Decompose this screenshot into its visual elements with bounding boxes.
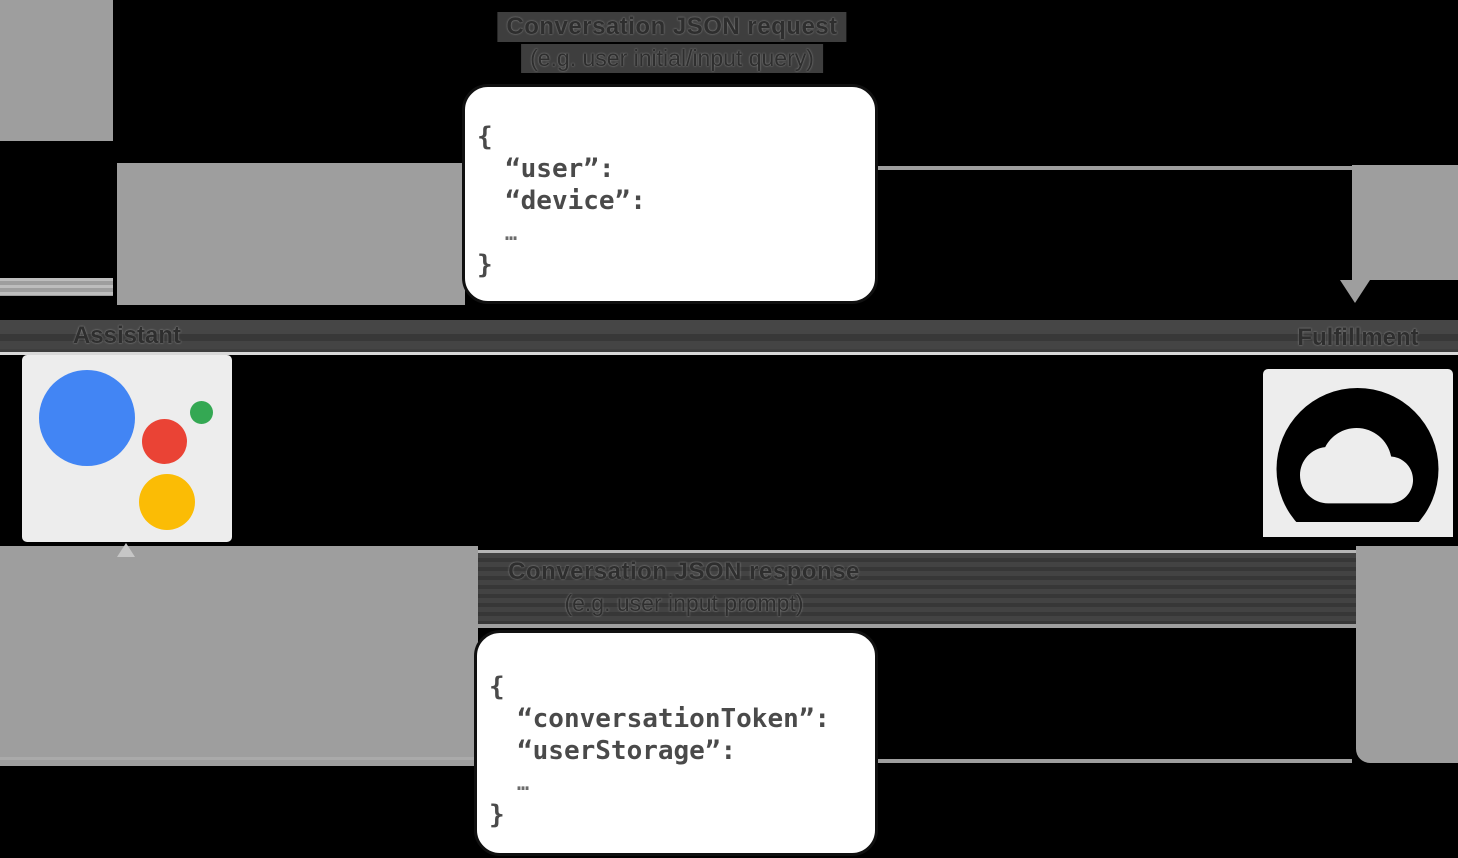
cloud-icon: [1263, 388, 1453, 550]
response-label-line2: (e.g. user input prompt): [564, 590, 804, 616]
code-line: }: [477, 250, 493, 280]
background-patch-top-right: [1352, 165, 1458, 280]
code-line-user: “user”:: [505, 154, 615, 184]
code-line: {: [477, 122, 493, 152]
request-code-box: { “user”: “device”: … }: [462, 84, 878, 304]
background-patch-top-mid: [117, 163, 465, 305]
code-line-conversation-token: “conversationToken”:: [517, 704, 831, 734]
code-line-device: “device”:: [505, 186, 646, 216]
background-patch-top-left: [0, 0, 113, 141]
response-band-top-line: [478, 550, 1356, 553]
fulfillment-tile: [1263, 369, 1453, 550]
background-patch-bottom-left: [0, 546, 478, 766]
google-assistant-logo-icon: [22, 355, 232, 542]
assistant-blue-circle: [39, 370, 135, 466]
arrowhead-up-icon: [117, 543, 135, 557]
code-line-ellipsis: …: [505, 221, 518, 245]
bottom-arrow-light-line: [0, 757, 478, 760]
actor-label-band: [0, 320, 1458, 352]
code-line-ellipsis: …: [517, 771, 530, 795]
response-arrow-line: [478, 759, 1352, 763]
patch-stripe-lines: [0, 278, 113, 296]
assistant-tile: [22, 355, 232, 542]
assistant-green-circle: [190, 401, 213, 424]
request-label-line1: Conversation JSON request: [497, 12, 847, 42]
assistant-yellow-circle: [139, 474, 195, 530]
assistant-label: Assistant: [72, 322, 182, 349]
response-label-band: [478, 553, 1356, 628]
response-band-bottom-line: [478, 624, 1356, 628]
code-line: }: [489, 800, 505, 830]
code-line: {: [489, 672, 505, 702]
response-label-line1: Conversation JSON response: [508, 558, 860, 585]
response-code-box: { “conversationToken”: “userStorage”: … …: [474, 630, 878, 856]
code-line-user-storage: “userStorage”:: [517, 736, 737, 766]
background-patch-bottom-right: [1356, 546, 1458, 763]
fulfillment-label: Fulfillment: [1297, 324, 1419, 351]
divider-line: [0, 352, 1458, 355]
request-label-line2: (e.g. user initial/input query): [521, 44, 823, 73]
assistant-red-circle: [142, 419, 187, 464]
arrowhead-down-icon: [1340, 280, 1370, 303]
